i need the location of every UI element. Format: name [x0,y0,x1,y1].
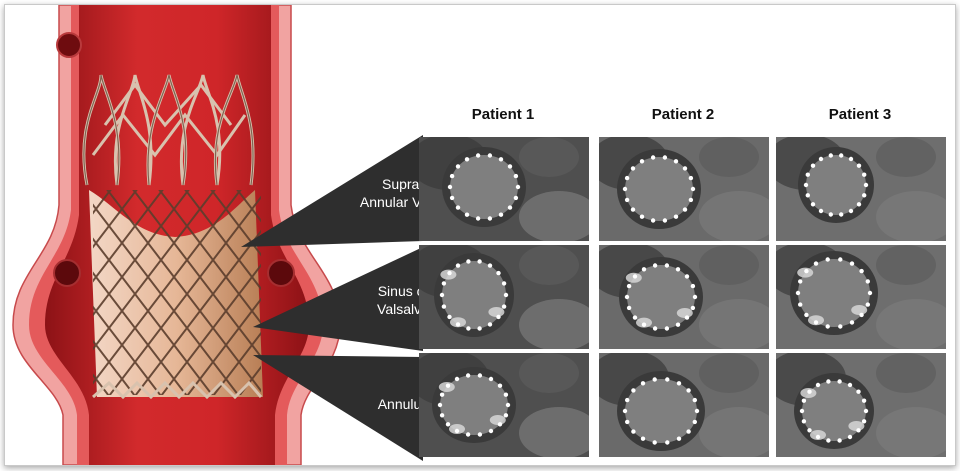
ct-cross-section-icon [419,245,589,349]
ct-scan-r3-c1 [419,353,589,457]
coronary-ostium-left [53,259,81,287]
wedge-sinus [253,247,423,351]
column-header-patient-3: Patient 3 [828,106,892,123]
ct-cross-section-icon [599,353,769,457]
valve-illustration [12,5,341,465]
pointer-wedges [241,135,423,461]
column-header-patient-2: Patient 2 [651,106,715,123]
ct-scan-r3-c2 [599,353,769,457]
row-label-annulus: Annulus [351,395,455,413]
wedge-supra-annular [241,135,423,247]
row-label-line: Valsalva [377,301,429,317]
ct-scan-r3-c3 [776,353,946,457]
row-label-line: Supra- [381,176,425,192]
ct-scan-r1-c1 [419,137,589,241]
ct-cross-section-icon [599,137,769,241]
ct-cross-section-icon [599,245,769,349]
stent-lower-mesh [93,190,261,395]
ct-cross-section-icon [776,137,946,241]
ct-scan-r2-c3 [776,245,946,349]
coronary-ostium-right [267,259,295,287]
row-label-sinus: Sinus of Valsalva [351,282,455,318]
row-label-line: Sinus of [377,283,429,299]
wedge-annulus [253,355,423,461]
row-label-line: Annulus [377,396,429,412]
ct-scan-r2-c1 [419,245,589,349]
ct-scan-r2-c2 [599,245,769,349]
figure-frame: Patient 1 Patient 2 Patient 3 Supra- Ann… [4,4,956,466]
ct-cross-section-icon [419,137,589,241]
ct-cross-section-icon [776,245,946,349]
ct-scan-r1-c3 [776,137,946,241]
ct-scan-r1-c2 [599,137,769,241]
column-header-patient-1: Patient 1 [471,106,535,123]
coronary-ostium-top [56,32,82,58]
ct-cross-section-icon [419,353,589,457]
ct-cross-section-icon [776,353,946,457]
